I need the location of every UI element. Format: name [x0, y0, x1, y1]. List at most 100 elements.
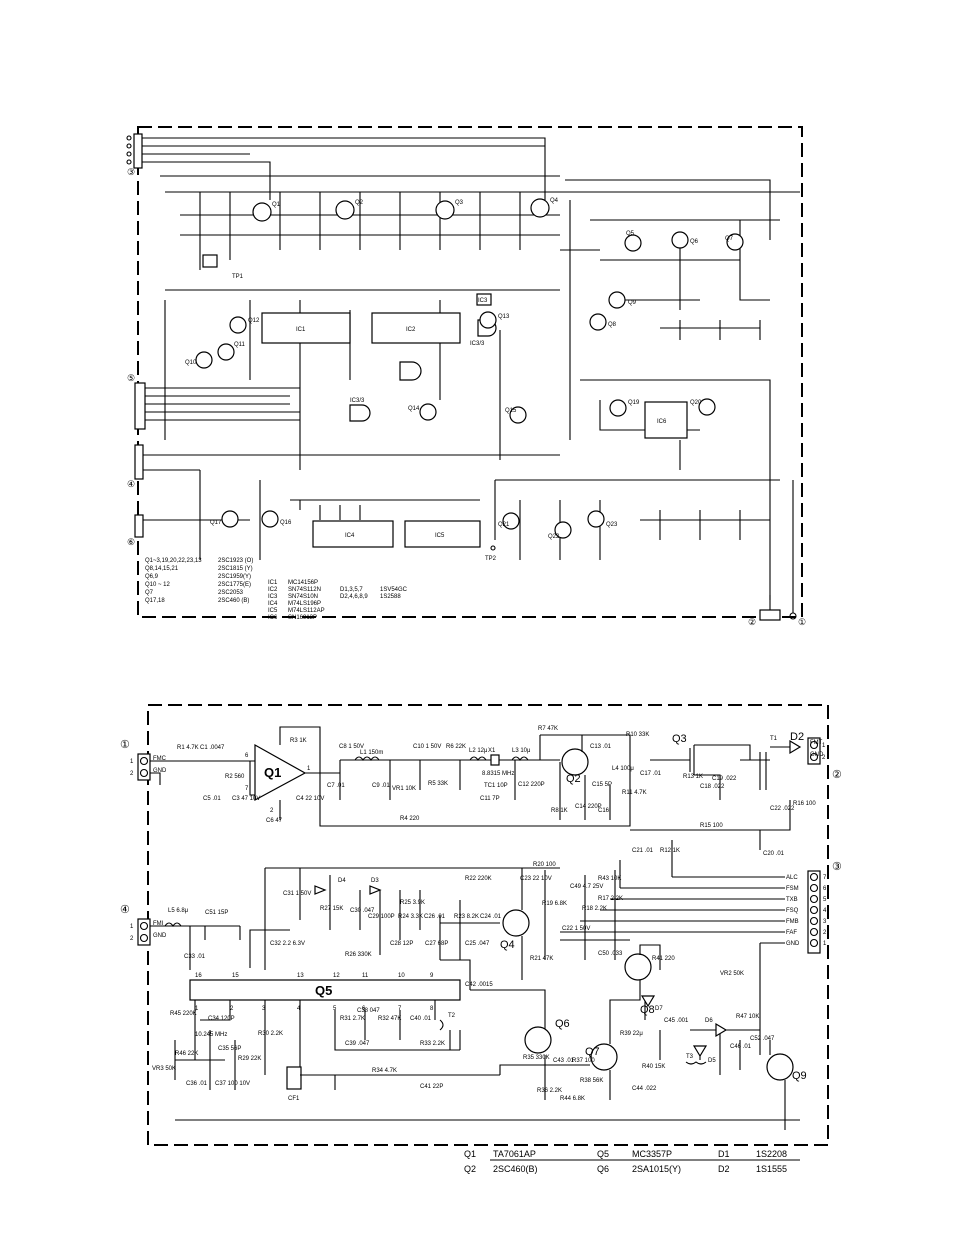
- part-label: R36 2.2K: [537, 1088, 562, 1094]
- q-label: Q22: [548, 534, 560, 540]
- part-label: C3 47 10V: [232, 796, 260, 802]
- q-label: Q11: [234, 342, 246, 348]
- part-label: C34 120P: [208, 1016, 235, 1022]
- part-label: R5 33K: [428, 781, 448, 787]
- transistor-q1: [252, 202, 272, 222]
- part-label: C9 .01: [372, 783, 390, 789]
- part-label: R31 2.7K: [340, 1016, 365, 1022]
- q-label: Q1: [264, 765, 281, 780]
- pin-label: FSM: [786, 886, 799, 892]
- q-label: Q13: [498, 314, 510, 320]
- part-label: C40 .01: [410, 1016, 432, 1022]
- part-label: R11 4.7K: [622, 790, 647, 796]
- part-label: R39 22μ: [620, 1031, 643, 1037]
- legend-ref: Q6,9: [145, 574, 159, 580]
- part-label: R6 22K: [446, 744, 466, 750]
- pin-number: 5: [823, 897, 827, 903]
- r4-feedback-line: [319, 760, 631, 827]
- part-label: C22 1 50V: [562, 926, 590, 932]
- legend-ref: D1: [718, 1149, 730, 1159]
- pin-number: 1: [130, 924, 134, 930]
- transistor-q7: [590, 1043, 618, 1071]
- part-label: T2: [448, 1013, 456, 1019]
- top-connector-6: [134, 514, 144, 538]
- q-label: Q6: [555, 1018, 570, 1030]
- transformer-t1: [759, 752, 767, 790]
- pin-label: FMI: [153, 921, 164, 927]
- transistor-q23: [587, 510, 605, 528]
- prescaler-section: ④ ⑥ Q17 Q16 IC4 IC5: [127, 444, 560, 560]
- q-label: Q8: [640, 1004, 655, 1016]
- part-label: R10 33K: [626, 732, 649, 738]
- transistor-q17: [221, 510, 239, 528]
- part-label: C36 .01: [186, 1081, 208, 1087]
- part-label: R45 220K: [170, 1011, 197, 1017]
- q2-stage: Q2 R7 47K R8 1K C13 .01 C14 220P C15 5P …: [538, 726, 662, 820]
- transistor-q6: [671, 231, 689, 249]
- q-label: Q16: [280, 520, 292, 526]
- legend-part: 2SC460 (B): [218, 598, 249, 604]
- legend-ref: Q8,14,15,21: [145, 566, 179, 572]
- transistor-q8: [589, 313, 607, 331]
- legend-ref: D1,3,5,7: [340, 587, 363, 593]
- part-label: C21 .01: [632, 848, 654, 854]
- part-label: R16 100: [793, 801, 816, 807]
- part-label: R37 100: [572, 1058, 595, 1064]
- part-label: R35 330K: [523, 1055, 550, 1061]
- transistor-q20: [698, 398, 716, 416]
- pin-label: FMT: [810, 740, 823, 746]
- pin-number: 2: [270, 808, 274, 814]
- part-label: D5: [708, 1058, 716, 1064]
- part-label: C32 2.2 6.3V: [270, 941, 305, 947]
- part-label: R46 22K: [175, 1051, 198, 1057]
- pin-number: 2: [823, 930, 827, 936]
- part-label: C6 47: [266, 818, 283, 824]
- part-label: R26 330K: [345, 952, 372, 958]
- pin-label: ALC: [786, 875, 798, 881]
- part-label: C52 .047: [750, 1036, 775, 1042]
- legend-ref: Q10 ~ 12: [145, 582, 171, 588]
- part-label: R4 220: [400, 816, 420, 822]
- transistor-q8: [624, 953, 652, 981]
- transistor-q11: [217, 343, 235, 361]
- transistor-q10: [195, 351, 213, 369]
- connector-3: ③ ALC FSM TXB FSQ FMB FAF GND 7 6 5 4 3 …: [560, 840, 842, 960]
- q-label: Q7: [585, 1046, 600, 1058]
- legend-part: 1S1555: [756, 1164, 787, 1174]
- part-label: R7 47K: [538, 726, 558, 732]
- legend-part: 2SC2053: [218, 590, 244, 596]
- part-label: R44 6.8K: [560, 1096, 585, 1102]
- part-label: 10.245 MHz: [195, 1032, 227, 1038]
- transistor-q6: [524, 1026, 552, 1054]
- part-label: L4 100μ: [612, 766, 634, 772]
- part-label: C41 22P: [420, 1084, 443, 1090]
- pin-label: FAF: [786, 930, 797, 936]
- tp2-point: [490, 545, 496, 551]
- connector-label: ④: [127, 479, 135, 489]
- pin-label: GND: [153, 933, 167, 939]
- part-label: R27 15K: [320, 906, 343, 912]
- legend-part: 2SC1959(Y): [218, 574, 251, 580]
- part-label: C43 .01: [553, 1058, 575, 1064]
- transformer-t2: [439, 1019, 461, 1050]
- bottom-ground-wires: [175, 929, 800, 1121]
- pin-number: 2: [822, 755, 826, 761]
- q-label: Q3: [455, 200, 464, 206]
- part-label: R47 10K: [736, 1014, 759, 1020]
- connector-label: ⑤: [127, 373, 135, 383]
- q-label: Q4: [500, 939, 515, 951]
- legend-part: M74LS112AP: [288, 608, 325, 614]
- pin-number: 3: [262, 1006, 266, 1012]
- part-label: C33 .01: [184, 954, 206, 960]
- buffer-section: Q21 Q22 Q23 TP2: [485, 479, 780, 562]
- ic5: [404, 520, 481, 548]
- q-label: Q7: [725, 236, 734, 242]
- legend-ref: IC2: [268, 587, 278, 593]
- tp1-box: [202, 254, 218, 268]
- q-label: Q9: [628, 300, 637, 306]
- connector-number: ④: [120, 904, 130, 916]
- part-label: C14 220P: [575, 804, 602, 810]
- pin-label: GND: [786, 941, 800, 947]
- part-label: C23 22 10V: [520, 876, 552, 882]
- ic2: [371, 312, 461, 344]
